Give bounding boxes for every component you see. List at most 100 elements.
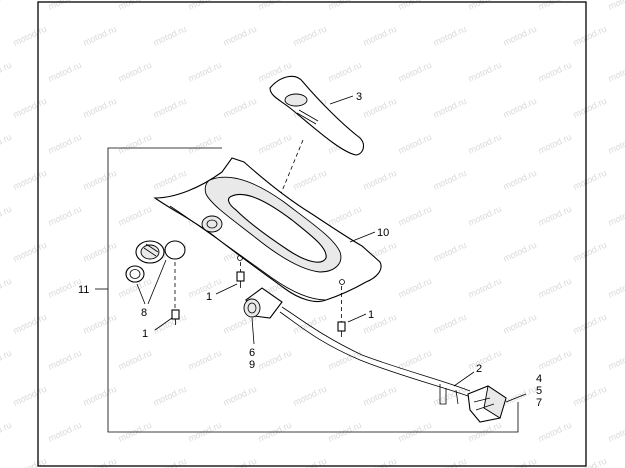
watermark-text: motod.ru [152,312,188,336]
watermark-text: motod.ru [292,384,328,408]
watermark-text: motod.ru [537,132,573,156]
callout-4: 4 [536,373,542,385]
leader-4-5-7 [505,393,527,403]
watermark-text: motod.ru [607,420,625,444]
watermark-text: motod.ru [327,348,363,372]
console-cover-part-10 [153,157,382,303]
watermark-text: motod.ru [12,384,48,408]
callout-6: 6 [249,347,255,359]
screw-part-1b [171,309,180,325]
watermark-text: motod.ru [572,168,608,192]
socket-part-6-9 [243,287,283,319]
callout-11: 11 [78,284,89,296]
leader-2 [453,371,475,387]
switch-bezel-part-8 [125,240,186,283]
watermark-text: motod.ru [607,348,625,372]
leader-8a [136,283,146,305]
leader-1c [347,313,367,323]
watermark-text: motod.ru [0,204,13,228]
watermark-text: motod.ru [47,132,83,156]
watermark-text: motod.ru [327,204,363,228]
watermark-text: motod.ru [467,132,503,156]
watermark-text: motod.ru [82,168,118,192]
watermark-text: motod.ru [82,24,118,48]
group-bracket-11 [107,147,519,433]
watermark-text: motod.ru [397,204,433,228]
watermark-text: motod.ru [362,168,398,192]
screw-part-1c [337,321,346,337]
watermark-text: motod.ru [292,312,328,336]
watermark-text: motod.ru [397,276,433,300]
watermark-text: motod.ru [397,348,433,372]
watermark-text: motod.ru [187,276,223,300]
wiring-harness-part-2 [279,306,471,405]
watermark-text: motod.ru [12,96,48,120]
watermark-text: motod.ru [187,348,223,372]
callout-9: 9 [249,359,255,371]
watermark-text: motod.ru [467,348,503,372]
watermark-text: motod.ru [537,348,573,372]
watermark-text: motod.ru [467,276,503,300]
leader-1b [154,317,173,331]
watermark-text: motod.ru [537,420,573,444]
watermark-text: motod.ru [152,384,188,408]
watermark-text: motod.ru [502,168,538,192]
watermark-text: motod.ru [572,24,608,48]
watermark-text: motod.ru [12,168,48,192]
watermark-text: motod.ru [572,96,608,120]
watermark-text: motod.ru [222,96,258,120]
watermark-text: motod.ru [152,24,188,48]
watermark-text: motod.ru [0,132,13,156]
screw-part-1a [236,271,245,288]
leader-3 [329,95,354,105]
watermark-text: motod.ru [397,60,433,84]
watermark-text: motod.ru [502,312,538,336]
callout-1c: 1 [368,309,374,321]
dashed-line-3 [279,139,304,197]
watermark-text: motod.ru [432,168,468,192]
watermark-text: motod.ru [152,168,188,192]
watermark-text: motod.ru [537,60,573,84]
watermark-text: motod.ru [292,24,328,48]
watermark-text: motod.ru [432,96,468,120]
leader-6-9 [251,317,255,345]
watermark-text: motod.ru [257,132,293,156]
watermark-text: motod.ru [467,204,503,228]
callout-3: 3 [356,91,362,103]
watermark-text: motod.ru [432,384,468,408]
watermark-text: motod.ru [432,240,468,264]
watermark-text: motod.ru [82,384,118,408]
watermark-text: motod.ru [397,132,433,156]
watermark-text: motod.ru [537,276,573,300]
watermark-text: motod.ru [502,24,538,48]
watermark-text: motod.ru [152,96,188,120]
watermark-text: motod.ru [117,348,153,372]
callout-8: 8 [141,307,147,319]
watermark-text: motod.ru [82,96,118,120]
watermark-text: motod.ru [572,312,608,336]
watermark-text: motod.ru [0,0,13,12]
callout-1a: 1 [206,291,212,303]
watermark-text: motod.ru [607,0,625,12]
watermark-text: motod.ru [12,240,48,264]
watermark-text: motod.ru [47,204,83,228]
connector-part-4-5-7 [467,385,507,423]
watermark-text: motod.ru [82,312,118,336]
watermark-text: motod.ru [47,60,83,84]
watermark-text: motod.ru [257,348,293,372]
watermark-text: motod.ru [502,384,538,408]
callout-5: 5 [536,385,542,397]
watermark-text: motod.ru [222,24,258,48]
watermark-text: motod.ru [502,96,538,120]
watermark-text: motod.ru [607,60,625,84]
badge-emblem-part-3 [269,75,365,156]
watermark-text: motod.ru [117,60,153,84]
watermark-text: motod.ru [572,240,608,264]
watermark-text: motod.ru [12,312,48,336]
watermark-text: motod.ru [0,60,13,84]
watermark-text: motod.ru [607,276,625,300]
watermark-text: motod.ru [292,168,328,192]
callout-7: 7 [536,397,542,409]
callout-2: 2 [476,363,482,375]
watermark-text: motod.ru [467,60,503,84]
